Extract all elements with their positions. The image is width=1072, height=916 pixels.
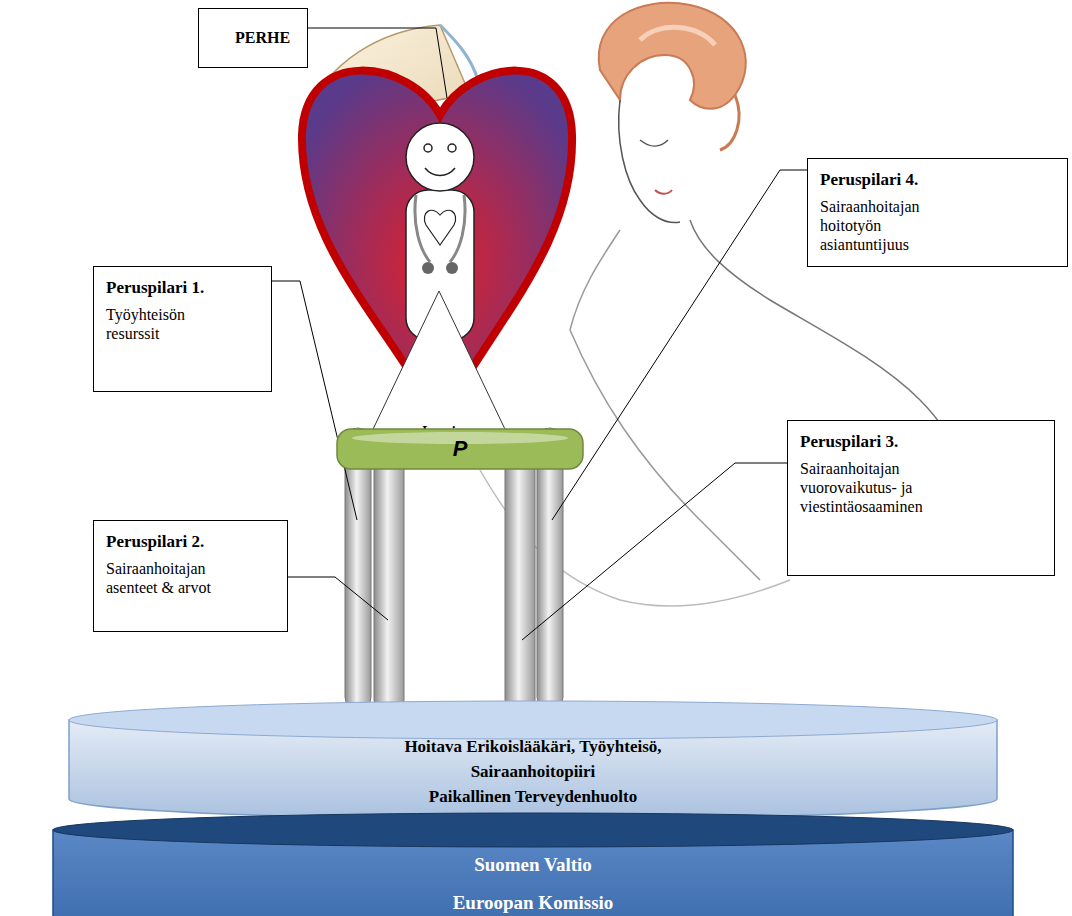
pillar-title: Peruspilari 2. — [106, 531, 275, 553]
pillar-title: Peruspilari 1. — [106, 277, 259, 299]
callout-box: PERHE — [198, 8, 308, 68]
base-text: Paikallinen Terveydenhuolto — [68, 784, 998, 809]
pillars — [345, 428, 563, 715]
callout-box: Peruspilari 4. Sairaanhoitajan hoitotyön … — [807, 158, 1068, 267]
pillar-title: Peruspilari 4. — [820, 169, 1055, 191]
callout-box: Peruspilari 1. Työyhteisön resurssit — [93, 266, 272, 392]
child-triangle: Lapsi — [364, 290, 514, 447]
triangle-shape — [364, 290, 514, 447]
seat-letter: P — [336, 428, 584, 470]
base-text: Suomen Valtio — [52, 846, 1014, 884]
seat-band: P — [336, 428, 584, 470]
base-disc-lower: Suomen ValtioEuroopan Komissio — [52, 812, 1014, 916]
pillar-text: Sairaanhoitajan vuorovaikutus- ja viesti… — [800, 459, 980, 516]
callout-box: Peruspilari 3. Sairaanhoitajan vuorovaiku… — [787, 420, 1055, 576]
base-text: Hoitava Erikoislääkäri, Työyhteisö, Sair… — [368, 734, 698, 784]
pillar-text: Työyhteisön resurssit — [106, 305, 221, 343]
base-disc-upper: Hoitava Erikoislääkäri, Työyhteisö, Sair… — [68, 700, 998, 825]
leader-lines — [272, 28, 807, 640]
book-ribbon — [440, 25, 478, 80]
pillar-text: Sairaanhoitajan asenteet & arvot — [106, 559, 241, 597]
pillar-title: Peruspilari 3. — [800, 431, 1042, 453]
base-text: Euroopan Komissio — [52, 884, 1014, 916]
box-title: PERHE — [235, 27, 295, 49]
pillar-text: Sairaanhoitajan hoitotyön asiantuntijuus — [820, 197, 970, 254]
callout-box: Peruspilari 2. Sairaanhoitajan asenteet &… — [93, 520, 288, 632]
